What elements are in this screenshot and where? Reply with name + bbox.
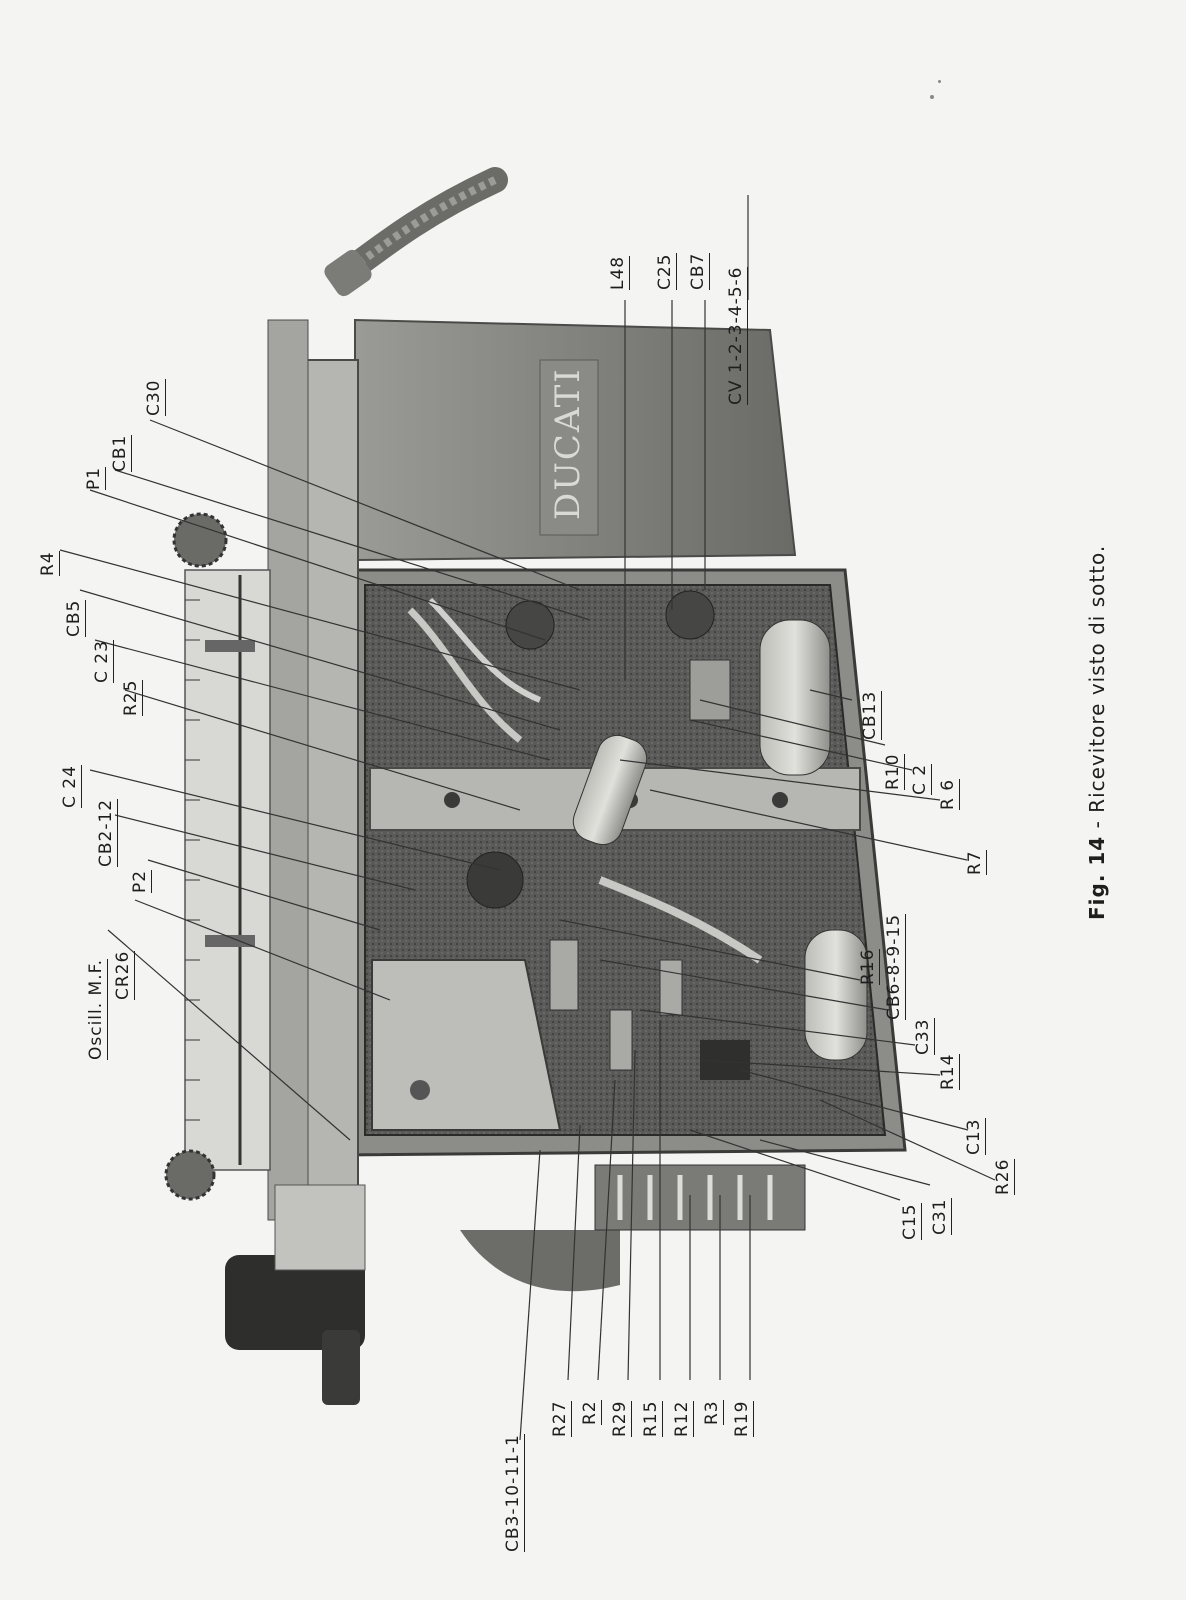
label-c23: C 23 bbox=[92, 640, 114, 683]
label-cr26: CR26 bbox=[113, 950, 135, 1000]
label-r2: R2 bbox=[580, 1400, 602, 1425]
label-r12: R12 bbox=[672, 1400, 694, 1437]
label-cb7: CB7 bbox=[688, 252, 710, 290]
gear-bottom bbox=[164, 1149, 216, 1201]
label-r25: R25 bbox=[121, 679, 143, 716]
label-r10: R10 bbox=[883, 753, 905, 790]
label-r27: R27 bbox=[550, 1400, 572, 1437]
label-cv1-6: CV 1-2-3-4-5-6 bbox=[726, 266, 748, 405]
knob bbox=[225, 1255, 365, 1350]
label-r16: R16 bbox=[858, 948, 880, 985]
label-c15: C15 bbox=[900, 1203, 922, 1240]
scan-speck bbox=[938, 80, 941, 83]
capacitor bbox=[759, 619, 831, 776]
label-cb6-8-9-15: CB6-8-9-15 bbox=[884, 913, 906, 1020]
label-r29: R29 bbox=[610, 1400, 632, 1437]
caption-text: Ricevitore visto di sotto. bbox=[1085, 544, 1109, 813]
gear-top bbox=[172, 512, 228, 568]
capacitor bbox=[572, 734, 648, 846]
label-p1: P1 bbox=[84, 466, 106, 490]
side-rail bbox=[299, 359, 359, 1201]
label-l48: L48 bbox=[608, 255, 630, 290]
leader-lines bbox=[59, 195, 996, 1441]
label-r6: R 6 bbox=[938, 778, 960, 810]
label-c13: C13 bbox=[964, 1118, 986, 1155]
label-cb1: CB1 bbox=[110, 434, 132, 472]
label-c2: C 2 bbox=[910, 763, 932, 795]
label-r3: R3 bbox=[702, 1400, 724, 1425]
label-c30: C30 bbox=[144, 379, 166, 416]
label-r19: R19 bbox=[732, 1400, 754, 1437]
label-c24: C 24 bbox=[60, 765, 82, 808]
label-c25: C25 bbox=[655, 253, 677, 290]
label-r7: R7 bbox=[965, 850, 987, 875]
label-c31: C31 bbox=[930, 1198, 952, 1235]
label-c33: C33 bbox=[913, 1018, 935, 1055]
resistor-strip bbox=[594, 1164, 806, 1231]
caption-separator: - bbox=[1085, 812, 1109, 836]
figure-caption: Fig. 14 - Ricevitore visto di sotto. bbox=[1085, 545, 1109, 920]
caption-number: Fig. 14 bbox=[1085, 835, 1109, 920]
ducati-nameplate bbox=[539, 359, 599, 536]
label-r15: R15 bbox=[641, 1400, 663, 1437]
label-cb13: CB13 bbox=[860, 690, 882, 740]
scan-speck bbox=[930, 95, 934, 99]
dial-scale bbox=[184, 569, 271, 1171]
label-oscill-mf: Oscill. M.F. bbox=[86, 958, 108, 1060]
label-p2: P2 bbox=[130, 869, 152, 893]
label-r26: R26 bbox=[993, 1158, 1015, 1195]
label-cb2-12: CB2-12 bbox=[96, 798, 118, 867]
nameplate-text: DUCATI bbox=[548, 367, 588, 520]
label-cb3-10-11-1: CB3-10-11-1 bbox=[503, 1434, 525, 1552]
label-cb5: CB5 bbox=[64, 599, 86, 637]
label-r14: R14 bbox=[938, 1053, 960, 1090]
label-r4: R4 bbox=[38, 551, 60, 576]
